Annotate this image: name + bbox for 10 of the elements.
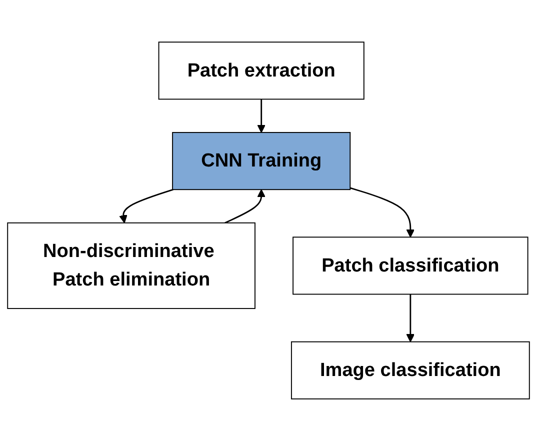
arrow xyxy=(224,189,266,224)
node-box: CNN Training xyxy=(172,132,351,190)
arrow xyxy=(406,294,415,342)
node-box: Patch extraction xyxy=(158,42,364,100)
arrow xyxy=(350,187,415,238)
node-box: Non-discriminative Patch elimination xyxy=(7,222,256,309)
arrow xyxy=(119,188,174,224)
arrow xyxy=(257,99,266,133)
node-box: Image classification xyxy=(290,341,530,400)
node-box: Patch classification xyxy=(292,236,528,295)
